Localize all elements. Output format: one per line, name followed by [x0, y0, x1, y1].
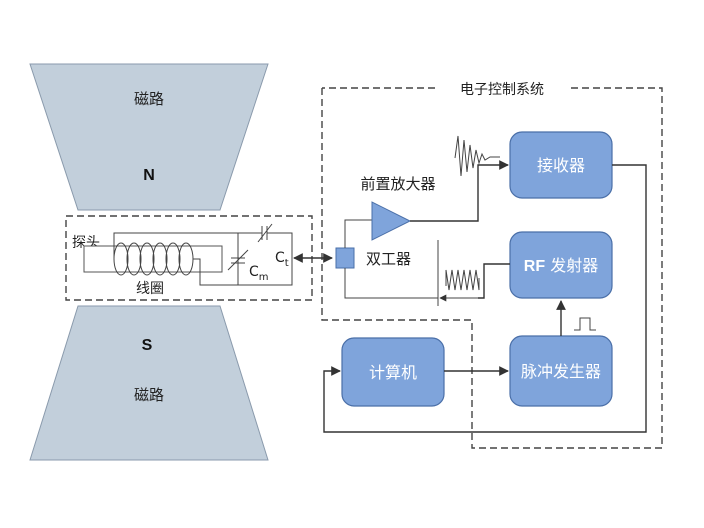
control-system: 电子控制系统	[321, 80, 663, 449]
rf-transmitter-label: RF 发射器	[524, 256, 598, 275]
preamp-triangle	[371, 201, 412, 241]
rf-output-wire	[478, 263, 510, 299]
computer-label: 计算机	[369, 363, 417, 382]
fid-signal-icon	[454, 135, 500, 177]
coil-turn	[152, 242, 168, 276]
coil-turn	[139, 242, 155, 276]
cm-variable-arrow	[227, 249, 249, 271]
magnet-bottom-shape	[29, 305, 269, 461]
duplexer-to-preamp-wire	[344, 219, 372, 248]
preamp-to-receiver-arrow	[410, 160, 509, 222]
magnet-top: 磁路 N	[29, 63, 269, 211]
magnet-bottom-label: 磁路	[134, 386, 164, 404]
coil-label: 线圈	[136, 281, 164, 297]
control-system-border	[321, 87, 663, 449]
pole-n-label: N	[143, 167, 155, 184]
rf-transmitter-block	[509, 231, 613, 299]
coil-lead-bottom	[193, 258, 238, 286]
ct-label: Ct	[275, 250, 289, 269]
coil	[113, 242, 194, 276]
cm-label: Cm	[249, 264, 269, 283]
coil-turn	[126, 242, 142, 276]
magnet-top-shape	[29, 63, 269, 211]
control-system-title-bg	[436, 80, 568, 98]
computer-block	[341, 337, 445, 407]
duplexer-block	[335, 247, 355, 269]
rf-burst-icon	[445, 269, 480, 291]
pulse-generator-label: 脉冲发生器	[521, 362, 601, 381]
control-system-title: 电子控制系统	[460, 82, 544, 98]
ct-right-wire	[238, 232, 293, 286]
receiver-to-computer-loop	[323, 164, 647, 433]
magnet-top-label: 磁路	[134, 90, 164, 108]
probe: 探头 Ct Cm 线圈	[65, 215, 313, 301]
duplexer-bottom-wire	[344, 268, 438, 299]
duplexer-label: 双工器	[366, 250, 411, 268]
coil-turn	[165, 242, 181, 276]
pole-s-label: S	[142, 337, 153, 354]
magnet-bottom: S 磁路	[29, 305, 269, 461]
receiver-label: 接收器	[537, 156, 585, 175]
preamp-label: 前置放大器	[360, 175, 435, 193]
coil-lead-top	[113, 232, 238, 259]
ct-variable-arrow	[257, 223, 273, 243]
pulse-shape-icon	[574, 317, 596, 331]
